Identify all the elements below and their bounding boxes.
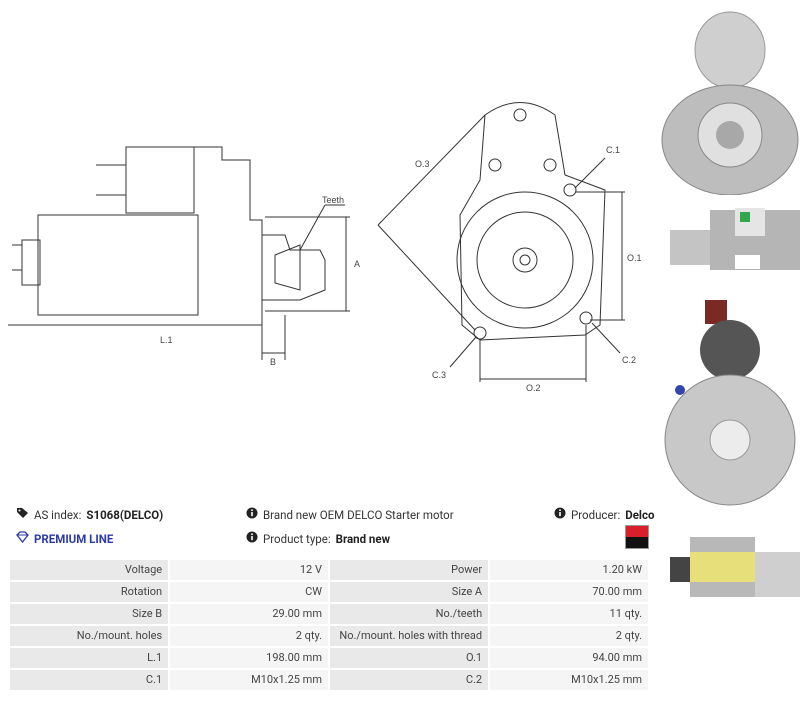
- spec-label: Power: [329, 560, 489, 580]
- dim-B: B: [270, 357, 276, 367]
- technical-drawing: L.1 B A Teeth O.3 O.1 O.2 C.1 C.2 C.3: [0, 85, 650, 395]
- spec-label: No./teeth: [329, 604, 489, 624]
- spec-label: Size A: [329, 582, 489, 602]
- as-index-label: AS index:: [34, 507, 82, 522]
- starter-terminal-photo[interactable]: [660, 290, 800, 520]
- front-bore: [456, 191, 594, 329]
- spec-value: 11 qty.: [490, 604, 648, 624]
- spec-value: 2 qty.: [170, 626, 328, 646]
- product-type-label: Product type:: [263, 531, 331, 546]
- starter-side-photo[interactable]: [660, 200, 800, 280]
- dim-teeth: Teeth: [322, 195, 344, 205]
- product-type-value: Brand new: [335, 531, 391, 546]
- as-index: AS index: S1068(DELCO): [16, 507, 163, 522]
- logo-red-band: [626, 526, 648, 537]
- spec-label: O.1: [329, 648, 489, 668]
- producer-value: Delco: [625, 507, 655, 522]
- spec-label: No./mount. holes: [10, 626, 169, 646]
- spec-value: 1.20 kW: [490, 560, 648, 580]
- dim-C2: C.2: [622, 355, 636, 365]
- producer: Producer: Delco: [554, 507, 654, 522]
- drive-housing: [192, 146, 263, 326]
- as-index-value: S1068(DELCO): [86, 507, 164, 522]
- spec-value: CW: [170, 582, 328, 602]
- dim-C1: C.1: [606, 145, 620, 155]
- spec-value: 94.00 mm: [490, 648, 648, 668]
- solenoid: [125, 146, 195, 214]
- producer-logo: [625, 525, 649, 549]
- spec-label: L.1: [10, 648, 169, 668]
- spec-label: C.2: [329, 670, 489, 690]
- spec-value: M10x1.25 mm: [170, 670, 328, 690]
- starter-label-photo[interactable]: [660, 522, 800, 617]
- product-thumbnails: [660, 0, 800, 620]
- info-icon: [246, 531, 258, 546]
- spec-value: 12 V: [170, 560, 328, 580]
- spec-label: No./mount. holes with thread: [329, 626, 489, 646]
- diamond-icon: [16, 531, 29, 546]
- dim-O2: O.2: [526, 383, 541, 393]
- drawing-svg: L.1 B A Teeth O.3 O.1 O.2 C.1 C.2 C.3: [8, 102, 642, 393]
- product-info: AS index: S1068(DELCO) PREMIUM LINE Bran…: [10, 503, 654, 549]
- spec-value: 2 qty.: [490, 626, 648, 646]
- dim-L1: L.1: [160, 335, 173, 345]
- spec-value: 198.00 mm: [170, 648, 328, 668]
- spec-label: Voltage: [10, 560, 169, 580]
- description-text: Brand new OEM DELCO Starter motor: [263, 507, 454, 522]
- dim-A: A: [354, 259, 360, 269]
- front-flange: [459, 102, 606, 341]
- spec-label: Rotation: [10, 582, 169, 602]
- tag-icon: [16, 507, 29, 522]
- end-cap: [21, 239, 41, 286]
- premium-line-label: PREMIUM LINE: [34, 531, 114, 546]
- dim-O3: O.3: [415, 159, 430, 169]
- logo-black-band: [626, 537, 648, 548]
- spec-value: 70.00 mm: [490, 582, 648, 602]
- dim-C3: C.3: [432, 370, 446, 380]
- motor-body: [37, 214, 199, 316]
- product-type: Product type: Brand new: [246, 531, 390, 546]
- spec-label: Size B: [10, 604, 169, 624]
- starter-front-photo[interactable]: [660, 5, 800, 196]
- description: Brand new OEM DELCO Starter motor: [246, 507, 454, 522]
- spec-label: C.1: [10, 670, 169, 690]
- spec-value: M10x1.25 mm: [490, 670, 648, 690]
- spec-value: 29.00 mm: [170, 604, 328, 624]
- info-icon: [554, 507, 566, 522]
- info-icon: [246, 507, 258, 522]
- premium-line[interactable]: PREMIUM LINE: [16, 531, 113, 546]
- producer-label: Producer:: [571, 507, 621, 522]
- dim-O1: O.1: [627, 253, 642, 263]
